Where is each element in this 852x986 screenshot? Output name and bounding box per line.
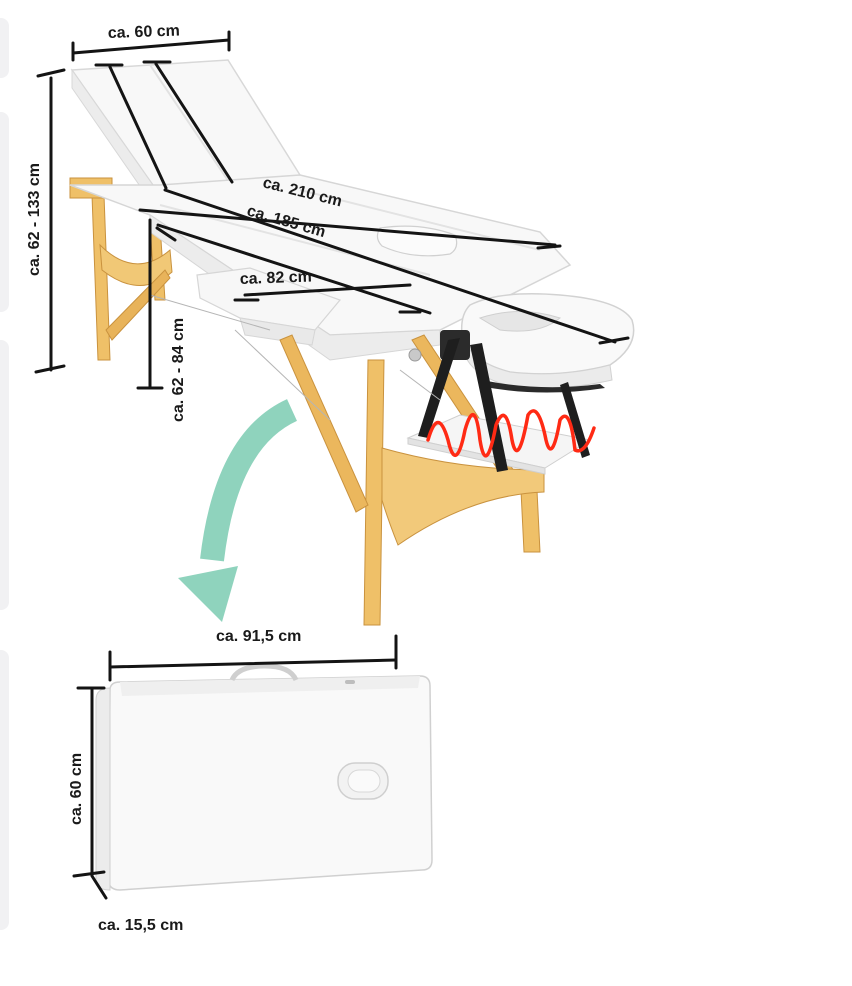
rail-segment: [0, 18, 9, 78]
folded-table-case: [95, 663, 433, 891]
rail-segment: [0, 650, 9, 930]
dimension-lines-folded: [72, 634, 398, 900]
label-folded-height: ca. 60 cm: [68, 753, 85, 825]
highlight-scribble: [426, 409, 596, 458]
curved-arrow-down-icon: [178, 399, 298, 622]
label-top-width: ca. 60 cm: [108, 22, 181, 42]
massage-table: [69, 59, 635, 626]
table-left-legs: [69, 177, 173, 361]
rail-segment: [0, 112, 9, 312]
dimension-lines-open: [34, 30, 630, 390]
table-right-legs: [149, 294, 592, 626]
left-scroll-rail: [0, 0, 10, 986]
label-folded-depth: ca. 15,5 cm: [98, 917, 183, 934]
table-face-rest: [440, 293, 635, 393]
label-folded-length: ca. 91,5 cm: [216, 628, 301, 645]
label-armrest-length: ca. 82 cm: [240, 268, 313, 288]
rail-segment: [0, 340, 9, 610]
label-height-range: ca. 62 - 133 cm: [26, 163, 43, 276]
label-leg-height-range: ca. 62 - 84 cm: [170, 318, 187, 422]
